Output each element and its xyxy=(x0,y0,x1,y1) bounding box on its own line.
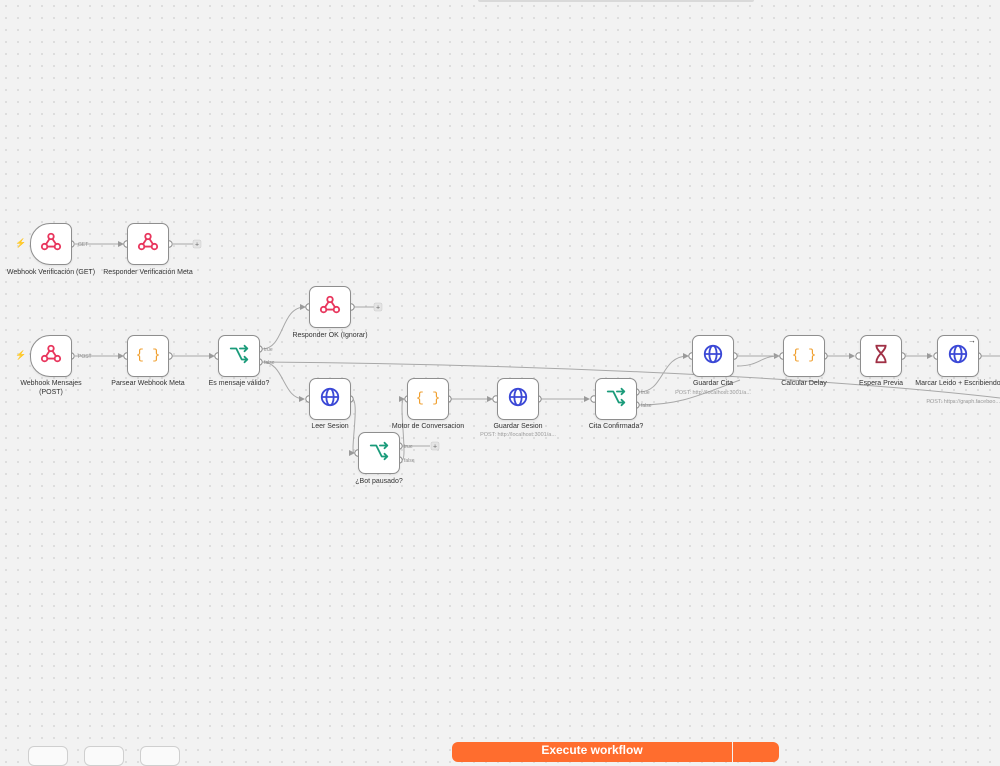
node-label: Guardar Cita xyxy=(692,380,734,387)
hourglass-icon xyxy=(870,343,892,370)
node-webhook-verificacion[interactable] xyxy=(30,223,72,265)
node-motor-conversacion[interactable]: { } xyxy=(407,378,449,420)
zoom-out-button[interactable] xyxy=(140,746,180,766)
node-bot-pausado[interactable] xyxy=(358,432,400,474)
execute-workflow-button[interactable]: Execute workflow xyxy=(452,742,732,762)
add-node-button xyxy=(192,239,202,249)
node-label: Responder Verificación Meta xyxy=(103,269,193,276)
node-guardar-sesion[interactable] xyxy=(497,378,539,420)
webhook-icon xyxy=(319,294,341,321)
node-responder-ok[interactable] xyxy=(309,286,351,328)
node-label: Es mensaje válido? xyxy=(208,380,270,387)
add-node-plus: + xyxy=(195,242,199,249)
node-label: Calcular Delay xyxy=(781,380,827,387)
edge-label-post: POST xyxy=(78,354,92,360)
zoom-to-fit-button[interactable] xyxy=(28,746,68,766)
edge-leer-to-bot xyxy=(348,398,356,456)
node-label: Guardar Sesion xyxy=(493,423,543,430)
node-label: Motor de Conversacion xyxy=(391,423,465,430)
svg-text:{ }: { } xyxy=(793,347,815,363)
svg-text:{ }: { } xyxy=(137,347,159,363)
globe-icon xyxy=(319,386,341,413)
webhook-icon xyxy=(40,343,62,370)
globe-icon xyxy=(947,343,969,370)
edge-label-false: false xyxy=(404,458,415,464)
code-icon: { } xyxy=(792,343,817,370)
node-subtitle: POST: http://localhost:3001/a... xyxy=(480,432,556,438)
node-label: Leer Sesion xyxy=(311,423,349,430)
edge-bot-false-to-motor xyxy=(398,396,405,461)
node-guardar-cita[interactable] xyxy=(692,335,734,377)
globe-icon xyxy=(507,386,529,413)
if-icon xyxy=(368,440,390,467)
add-node-plus: + xyxy=(433,444,437,451)
if-icon xyxy=(228,343,250,370)
node-espera-previa[interactable] xyxy=(860,335,902,377)
node-marcar-leido[interactable] xyxy=(937,335,979,377)
edge-cita-false-to-calcular xyxy=(736,355,780,367)
trigger-bolt-icon: ⚡ xyxy=(15,350,27,360)
node-label: Cita Confirmada? xyxy=(588,423,644,430)
code-icon: { } xyxy=(136,343,161,370)
top-bar-shadow xyxy=(478,0,754,2)
webhook-icon xyxy=(40,231,62,258)
globe-icon xyxy=(702,343,724,370)
add-node-button xyxy=(430,441,440,451)
add-node-button xyxy=(373,302,383,312)
if-icon xyxy=(605,386,627,413)
node-parsear-webhook[interactable]: { } xyxy=(127,335,169,377)
edge-label-true: true xyxy=(641,390,650,396)
node-webhook-mensajes[interactable] xyxy=(30,335,72,377)
add-node-plus: + xyxy=(376,305,380,312)
node-label: ¿Bot pausado? xyxy=(355,478,403,485)
edge-if-false-long-to-right xyxy=(261,361,1000,399)
node-label: Espera Previa xyxy=(859,380,903,387)
webhook-icon xyxy=(137,231,159,258)
node-cita-confirmada[interactable] xyxy=(595,378,637,420)
node-responder-verificacion[interactable] xyxy=(127,223,169,265)
edge-if-true-to-responder-ok xyxy=(261,304,306,350)
node-label: Parsear Webhook Meta xyxy=(111,380,185,387)
arrow-right-icon: → xyxy=(968,336,976,345)
edge-if-false-to-leer-sesion xyxy=(261,361,305,402)
edge-label-get: GET xyxy=(78,242,88,248)
node-label: Webhook Mensajes (POST) xyxy=(20,380,82,396)
edge-label-false: false xyxy=(641,403,652,409)
zoom-in-button[interactable] xyxy=(84,746,124,766)
edge-label-true: true xyxy=(404,444,413,450)
node-subtitle: POST: https://graph.faceboo... xyxy=(926,399,1000,405)
node-leer-sesion[interactable] xyxy=(309,378,351,420)
node-calcular-delay[interactable]: { } xyxy=(783,335,825,377)
code-icon: { } xyxy=(416,386,441,413)
trigger-bolt-icon: ⚡ xyxy=(15,238,27,248)
node-label: Marcar Leido + Escribiendo xyxy=(915,380,1000,387)
node-es-mensaje-valido[interactable] xyxy=(218,335,260,377)
edge-label-false: false xyxy=(264,360,275,366)
node-label: Webhook Verificación (GET) xyxy=(6,269,96,276)
edge-cita-false-to-right xyxy=(638,379,741,406)
execute-workflow-dropdown-button[interactable] xyxy=(733,742,779,762)
node-subtitle: POST: http://localhost:3001/a... xyxy=(675,390,751,396)
edge-cita-true-to-guardar-cita xyxy=(638,353,689,393)
svg-text:{ }: { } xyxy=(417,390,439,406)
edge-label-true: true xyxy=(264,347,273,353)
node-label: Responder OK (Ignorar) xyxy=(292,332,368,339)
